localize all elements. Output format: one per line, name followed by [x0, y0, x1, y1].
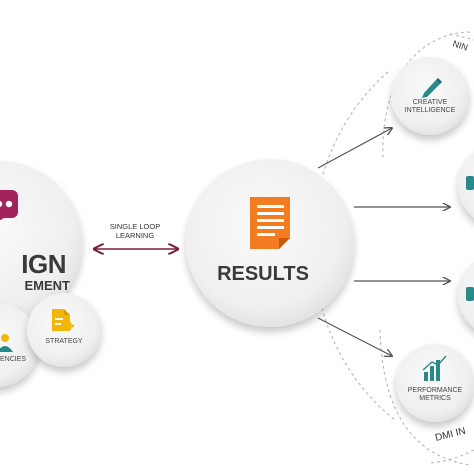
- output-creative-line1: CREATIVE: [412, 99, 448, 106]
- left-hub-title: IGN: [21, 249, 66, 279]
- output-creative-label: CREATIVE INTELLIGENCE: [398, 99, 462, 115]
- output-metrics-line2: METRICS: [419, 395, 451, 403]
- left-hub-subtitle: EMENT: [24, 278, 71, 293]
- output-3-icon: [466, 287, 474, 301]
- satellite-strategy-label: STRATEGY: [45, 338, 83, 345]
- output-metrics-label: PERFORMANCE METRICS: [403, 387, 467, 403]
- output-2-icon: [466, 176, 474, 190]
- bar-chart-icon: [422, 355, 447, 381]
- output-creative-circle: [391, 57, 469, 135]
- orbit-label-bottom: DMI IN: [434, 426, 467, 444]
- output-creative-line2: INTELLIGENCE: [404, 107, 456, 115]
- document-icon: [250, 197, 290, 249]
- satellite-people-label: ENCIES: [0, 356, 27, 363]
- arrow-to-creative: [317, 128, 392, 169]
- pencil-icon: [422, 78, 442, 98]
- results-title: RESULTS: [217, 263, 309, 285]
- orbit-label-top: NIN: [451, 38, 469, 52]
- strategy-document-icon: [52, 309, 74, 331]
- loop-label-line2: LEARNING: [115, 231, 155, 240]
- arrow-to-metrics: [317, 317, 392, 356]
- loop-label-line1: SINGLE LOOP: [109, 222, 161, 231]
- output-metrics-circle: [396, 344, 474, 422]
- loop-label: SINGLE LOOP LEARNING: [100, 222, 170, 240]
- people-icon: [0, 334, 13, 352]
- chat-bubble-icon: [0, 190, 18, 221]
- left-hub-circle: [0, 161, 82, 325]
- output-metrics-line1: PERFORMANCE: [407, 387, 463, 394]
